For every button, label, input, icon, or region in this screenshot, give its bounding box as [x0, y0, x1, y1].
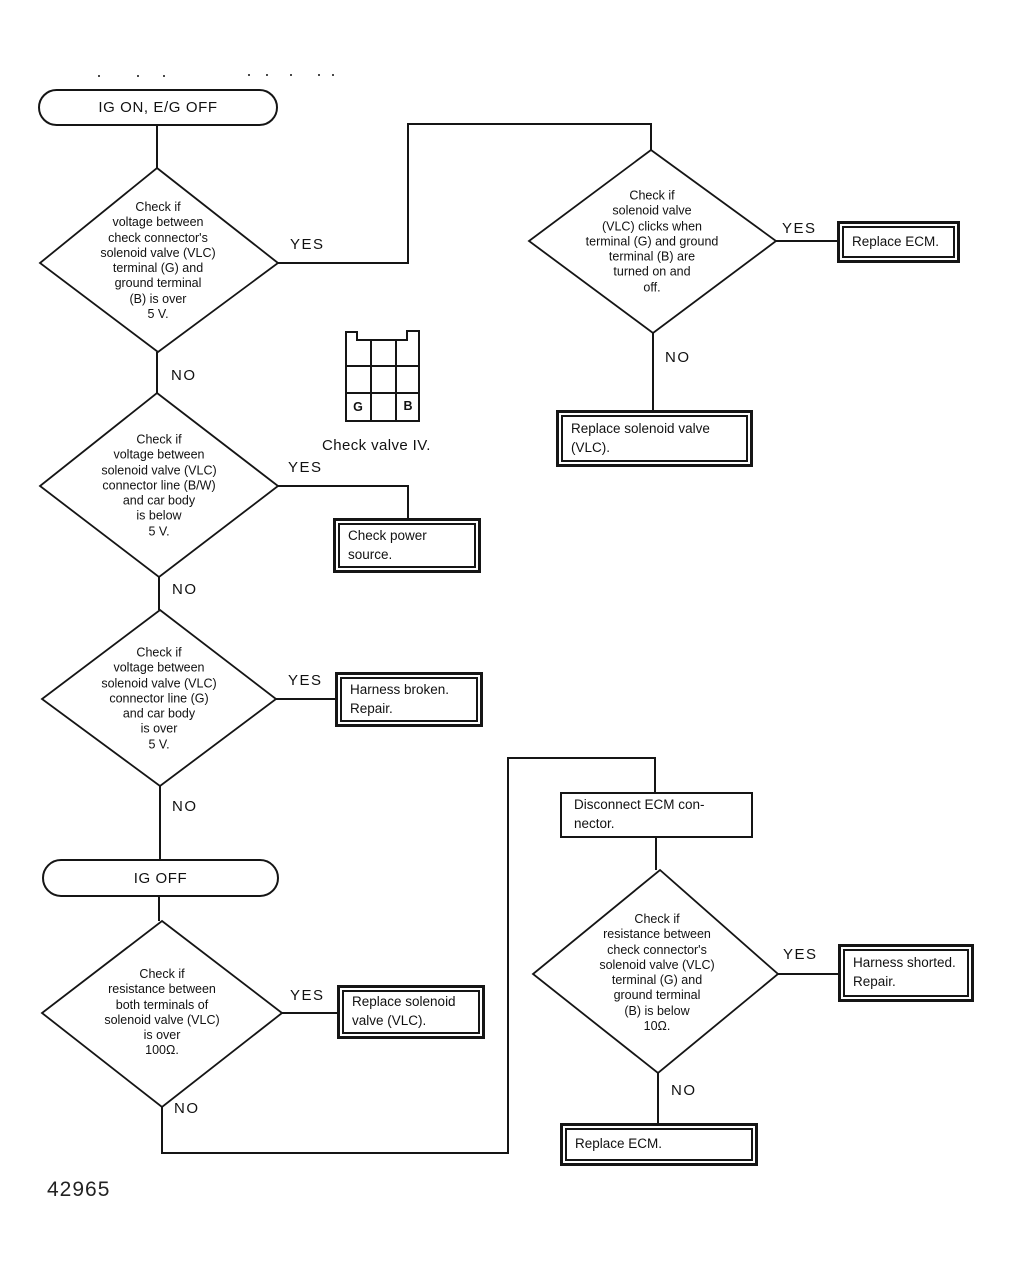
decision-d3-shape	[38, 391, 280, 579]
decision-d2-shape	[527, 148, 778, 335]
terminator-ig-on-eg-off: IG ON, E/G OFF	[38, 89, 278, 126]
action-replace-ecm-top: Replace ECM.	[837, 221, 960, 263]
connector-pin-b-label: B	[403, 399, 413, 413]
action-replace-solenoid-valve-top: Replace solenoid valve(VLC).	[556, 410, 753, 467]
edge-d3-yes-to-check-power	[278, 485, 409, 518]
action-disconnect-ecm-connector: Disconnect ECM con-nector.	[560, 792, 753, 838]
yes-label-d2: YES	[782, 220, 817, 237]
edge-d1-yes-to-d2	[278, 123, 652, 264]
yes-label-d1: YES	[290, 236, 325, 253]
no-label-d5: NO	[174, 1100, 200, 1117]
decision-d4-shape	[40, 608, 278, 788]
edge-d5-no-to-disconnect-ecm	[161, 757, 656, 1154]
action-harness-broken: Harness broken.Repair.	[335, 672, 483, 727]
no-label-d2: NO	[665, 349, 691, 366]
figure-number: 42965	[47, 1178, 111, 1201]
yes-label-d3: YES	[288, 459, 323, 476]
connector-pin-g-label: G	[353, 400, 363, 414]
action-harness-shorted: Harness shorted.Repair.	[838, 944, 974, 1002]
no-label-d1: NO	[171, 367, 197, 384]
check-connector-drawing	[345, 330, 420, 422]
yes-label-d4: YES	[288, 672, 323, 689]
connector-drawing-caption: Check valve IV.	[322, 437, 431, 454]
yes-label-d6: YES	[783, 946, 818, 963]
action-harness-broken-text: Harness broken.Repair.	[350, 681, 450, 716]
action-harness-shorted-text: Harness shorted.Repair.	[853, 955, 956, 989]
no-label-d3: NO	[172, 581, 198, 598]
action-replace-solenoid-valve-top-text: Replace solenoid valve(VLC).	[571, 420, 710, 455]
decision-d6-shape	[531, 868, 780, 1075]
yes-label-d5: YES	[290, 987, 325, 1004]
action-replace-ecm-bottom: Replace ECM.	[560, 1123, 758, 1166]
no-label-d4: NO	[172, 798, 198, 815]
decision-d1-shape	[38, 166, 280, 354]
terminator-ig-off: IG OFF	[42, 859, 279, 897]
no-label-d6: NO	[671, 1082, 697, 1099]
action-replace-ecm-top-text: Replace ECM.	[852, 233, 940, 249]
action-replace-ecm-bottom-text: Replace ECM.	[575, 1136, 663, 1152]
decision-d5-shape	[40, 919, 284, 1109]
action-disconnect-ecm-connector-text: Disconnect ECM con-nector.	[574, 797, 705, 831]
